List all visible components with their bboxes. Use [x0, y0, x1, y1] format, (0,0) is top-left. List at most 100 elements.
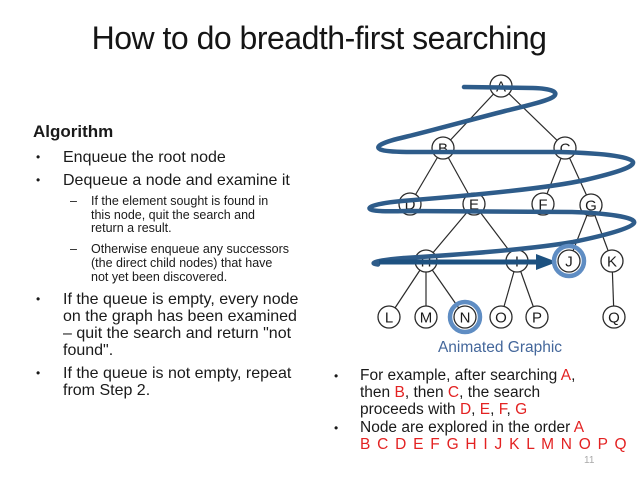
tree-node-K — [600, 249, 624, 273]
text-line: not yet been discovered. — [91, 269, 228, 284]
text-line: Enqueue the root node — [63, 149, 226, 166]
text-line: If the element sought is found in — [91, 194, 269, 208]
bullet-dot-icon: • — [36, 173, 41, 187]
dash-icon: – — [70, 194, 77, 208]
tree-edge-A-B — [442, 85, 502, 149]
text-segment: , — [490, 400, 499, 418]
bfs-traversal-spiral — [367, 84, 637, 267]
tree-node-N — [453, 305, 477, 329]
bullet-dot-icon: • — [334, 369, 339, 383]
red-letter: G — [515, 400, 528, 418]
text-line: Node are explored in the order A — [360, 419, 627, 437]
example-bullet-2: • Node are explored in the order A B C D… — [331, 419, 637, 454]
tree-node-label-O: O — [495, 310, 507, 327]
text-segment: , — [471, 400, 480, 418]
algorithm-bullet-3: • If the queue is empty, every node on t… — [33, 291, 329, 359]
slide-title: How to do breadth-first searching — [91, 20, 547, 56]
subbullet-text: If the element sought is found in this n… — [91, 194, 269, 236]
bullet-text: Enqueue the root node — [63, 149, 226, 166]
algorithm-bullet-4: • If the queue is not empty, repeat from… — [33, 365, 329, 399]
tree-node-label-C: C — [560, 141, 571, 158]
dash-icon: – — [70, 242, 77, 257]
text-line: (the direct child nodes) that have — [91, 255, 273, 270]
red-letter: A — [560, 367, 572, 384]
tree-edge-A-C — [500, 85, 566, 149]
text-line: then B, then C, the search — [360, 383, 575, 402]
tree-node-label-Q: Q — [608, 310, 620, 327]
text-segment: , then — [404, 383, 448, 401]
tree-node-Q — [602, 305, 626, 329]
tree-node-label-P: P — [532, 310, 542, 327]
text-segment: , — [506, 400, 516, 418]
text-line: from Step 2. — [63, 382, 151, 400]
text-line: – quit the search and return "not — [63, 325, 292, 343]
tree-node-label-J: J — [565, 254, 573, 271]
subbullet-text: Otherwise enqueue any successors (the di… — [91, 242, 290, 284]
text-segment: , the search — [459, 383, 541, 401]
text-line: If the queue is not empty, repeat — [63, 365, 292, 383]
tree-node-P — [525, 305, 549, 329]
highlight-ring-N — [447, 299, 483, 335]
tree-node-label-K: K — [607, 254, 617, 271]
algorithm-heading: Algorithm — [33, 122, 114, 141]
red-letter: A — [573, 419, 585, 437]
tree-node-label-B: B — [438, 141, 448, 158]
bullet-dot-icon: • — [36, 366, 41, 381]
bullet-text: Node are explored in the order A B C D E… — [360, 419, 627, 454]
tree-node-label-D: D — [405, 197, 416, 214]
algorithm-subbullet-2: – Otherwise enqueue any successors (the … — [70, 242, 329, 284]
algorithm-subbullet-1: – If the element sought is found in this… — [70, 194, 329, 236]
tree-node-label-E: E — [469, 197, 479, 214]
text-line: Otherwise enqueue any successors — [91, 242, 290, 257]
text-segment: For example, after searching — [360, 367, 561, 384]
bullet-text: If the queue is not empty, repeat from S… — [63, 365, 291, 399]
text-line: proceeds with D, E, F, G — [360, 400, 575, 419]
red-letter: E — [479, 400, 491, 418]
red-letter: B — [394, 383, 405, 401]
highlight-rings — [447, 243, 587, 335]
tree-node-label-L: L — [385, 310, 393, 327]
red-letter: D — [459, 400, 472, 418]
bullet-text: Dequeue a node and examine it — [63, 172, 290, 189]
bullet-dot-icon: • — [334, 421, 339, 436]
tree-node-label-G: G — [585, 198, 597, 215]
text-line: Dequeue a node and examine it — [63, 172, 290, 189]
text-line: this node, quit the search and — [91, 207, 256, 222]
tree-node-O — [489, 305, 513, 329]
tree-node-label-F: F — [538, 197, 547, 214]
red-letter: B C D E F G H I J K L M N O P Q — [360, 436, 627, 454]
algorithm-section: Algorithm • Enqueue the root node • Dequ… — [33, 122, 329, 405]
red-letter: F — [498, 400, 507, 418]
tree-node-L — [377, 305, 401, 329]
text-line: return a result. — [91, 221, 172, 236]
text-line: For example, after searching A, — [360, 367, 576, 385]
bullet-dot-icon: • — [36, 292, 41, 307]
bullet-text: If the queue is empty, every node on the… — [63, 291, 298, 359]
algorithm-bullet-1: • Enqueue the root node — [33, 149, 329, 166]
traversal-arrow — [379, 254, 557, 270]
text-segment: then — [360, 383, 395, 401]
text-segment: proceeds with — [360, 400, 460, 418]
text-line: B C D E F G H I J K L M N O P Q — [360, 436, 627, 454]
animated-graphic-caption: Animated Graphic — [437, 339, 563, 356]
tree-node-label-N: N — [460, 310, 471, 327]
text-line: on the graph has been examined — [63, 308, 297, 326]
example-bullet-1: • For example, after searching A, then B… — [331, 367, 637, 419]
text-segment: Node are explored in the order — [360, 419, 574, 437]
text-segment: , — [571, 367, 576, 384]
arrowhead-icon — [536, 254, 557, 270]
bullet-text: For example, after searching A, then B, … — [360, 367, 576, 419]
red-letter: C — [447, 383, 460, 401]
tree-node-M — [414, 305, 438, 329]
example-section: • For example, after searching A, then B… — [331, 367, 637, 456]
tree-node-J — [557, 249, 581, 273]
bullet-dot-icon: • — [36, 150, 41, 164]
text-line: found". — [63, 342, 114, 360]
highlight-ring-J — [551, 243, 587, 279]
algorithm-bullet-2: • Dequeue a node and examine it — [33, 172, 329, 189]
tree-node-F — [531, 192, 555, 216]
text-line: If the queue is empty, every node — [63, 291, 299, 309]
tree-node-label-M: M — [420, 310, 433, 327]
